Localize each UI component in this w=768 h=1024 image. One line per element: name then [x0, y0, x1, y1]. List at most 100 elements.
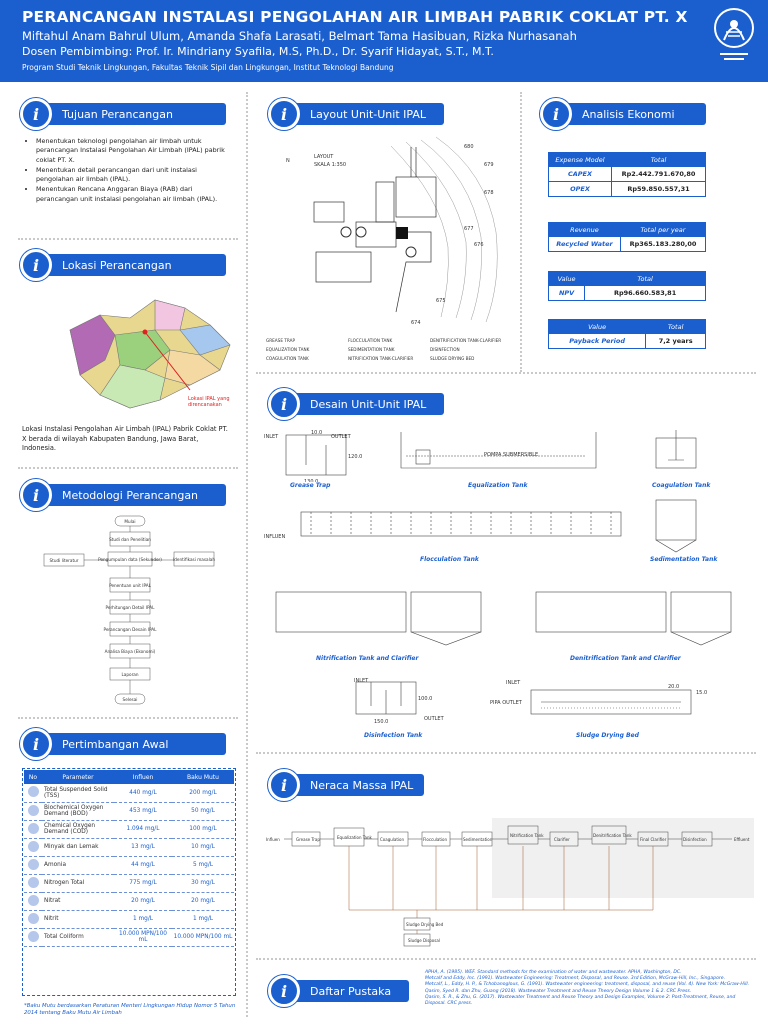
table-cell: Rp59.850.557,31: [611, 181, 706, 197]
table-cell: Recycled Water: [548, 236, 621, 252]
section-title-pertimbangan: Pertimbangan Awal: [36, 733, 226, 755]
unit-label-grease-trap: Grease Trap: [288, 482, 333, 489]
dim-label: OUTLET: [424, 716, 445, 722]
table-cell: 44 mg/L: [114, 856, 172, 875]
flow-step: Selesai: [123, 697, 138, 702]
affiliation: Program Studi Teknik Lingkungan, Fakulta…: [22, 63, 394, 72]
layout-drawing: LAYOUT SKALA 1:350 N 680 679 678 677 676…: [266, 136, 501, 361]
parameter-table: No Parameter Influen Baku Mutu Total Sus…: [24, 770, 234, 947]
contour-label: 676: [474, 242, 484, 248]
map-note: Lokasi IPAL yang direncanakan: [188, 396, 230, 408]
flow-step: Studi dan Penelitian: [109, 537, 151, 542]
unit-label-coagulation: Coagulation Tank: [650, 482, 713, 489]
flow-node-label: Coagulation: [380, 837, 404, 842]
legend-item: DISINFECTION: [430, 347, 460, 352]
mass-balance-diagram: Influen Grease Trap Equalization Tank Co…: [266, 818, 754, 947]
section-title-neraca: Neraca Massa IPAL: [284, 774, 424, 796]
contour-label: 679: [484, 162, 494, 168]
flow-node-label: Influen: [266, 837, 280, 842]
north-arrow-icon: N: [286, 158, 290, 164]
reference-item: Metcalf, L., Eddy, H. P., & Tchobanoglou…: [425, 982, 750, 988]
column-header: Parameter: [42, 770, 114, 784]
row-divider: [256, 958, 756, 960]
table-footnote: *Baku Mutu berdasarkan Peraturan Menteri…: [24, 1003, 236, 1017]
table-cell: 453 mg/L: [114, 802, 172, 821]
layout-scale: SKALA 1:350: [314, 162, 346, 168]
unit-label-sedimentation: Sedimentation Tank: [648, 556, 720, 563]
reference-item: Qasim, Syed R. dan Zhu, Guang (2018). Wa…: [425, 988, 692, 994]
info-icon: i: [20, 249, 52, 281]
column-header: Total: [611, 152, 706, 167]
row-marker-icon: [27, 930, 39, 942]
flow-node-label: Equalization Tank: [337, 835, 373, 840]
layout-title: LAYOUT: [314, 154, 334, 160]
row-marker-icon: [27, 912, 39, 924]
row-divider: [18, 717, 238, 719]
table-cell: 5 mg/L: [172, 856, 234, 875]
row-marker-icon: [27, 840, 39, 852]
flow-step: Studi literatur: [50, 558, 79, 563]
flow-node-label: Grease Trap: [296, 837, 320, 842]
authors: Miftahul Anam Bahrul Ulum, Amanda Shafa …: [22, 29, 577, 43]
table-cell: Nitrat: [42, 892, 114, 911]
section-title-metodologi: Metodologi Perancangan: [36, 484, 226, 506]
table-cell: 1.094 mg/L: [114, 820, 172, 839]
row-marker-icon: [27, 786, 39, 798]
reference-item: Qasim, S. R., & Zhu, G. (2017). Wastewat…: [425, 994, 736, 1006]
legend-item: SLUDGE DRYING BED: [430, 356, 474, 361]
flow-node-label: Final Clarifier: [640, 837, 667, 842]
table-cell: 20 mg/L: [172, 892, 234, 911]
legend-item: NITRIFICATION TANK-CLARIFIER: [348, 356, 413, 361]
references-list: APHA, A. (1985). WEF. Standard methods f…: [425, 970, 755, 1007]
dim-label: 150.0: [374, 719, 388, 725]
dim-label: 10.0: [311, 430, 322, 436]
info-icon: i: [268, 98, 300, 130]
section-title-layout: Layout Unit-Unit IPAL: [284, 103, 444, 125]
dim-label: INLET: [354, 678, 369, 684]
info-icon: i: [268, 975, 300, 1007]
table-cell: 20 mg/L: [114, 892, 172, 911]
unit-label-flocculation: Flocculation Tank: [418, 556, 481, 563]
parameter-table-frame: [22, 768, 236, 996]
table-cell: 200 mg/L: [172, 784, 234, 803]
location-map: [69, 299, 231, 409]
location-caption: Lokasi Instalasi Pengolahan Air Limbah (…: [22, 425, 228, 453]
table-cell: 50 mg/L: [172, 802, 234, 821]
flow-step: Laporan: [121, 672, 138, 677]
column-header: Expense Model: [547, 152, 613, 167]
dim-label: OUTLET: [331, 434, 352, 440]
flow-step: Pengumpulan data (Sekunder): [98, 557, 162, 562]
unit-label-disinfection: Disinfection Tank: [362, 732, 425, 739]
goals-list: Menentukan teknologi pengolahan air limb…: [28, 137, 228, 205]
column-header: Total: [584, 271, 706, 286]
column-header: Influen: [114, 770, 172, 784]
section-title-ekonomi: Analisis Ekonomi: [556, 103, 706, 125]
table-cell: Total Coliform: [42, 928, 114, 947]
table-cell: Biochemical Oxygen Demand (BOD): [42, 802, 114, 821]
row-divider: [256, 752, 756, 754]
legend-item: FLOCCULATION TANK: [348, 338, 393, 343]
info-icon: i: [20, 479, 52, 511]
unit-label-denitrification: Denitrification Tank and Clarifier: [568, 655, 683, 662]
dim-label: 120.0: [348, 454, 362, 460]
table-cell: Total Suspended Solid (TSS): [42, 784, 114, 803]
row-divider: [18, 238, 238, 240]
column-header: No: [24, 770, 42, 784]
table-cell: Payback Period: [547, 333, 647, 349]
legend-item: DENITRIFICATION TANK-CLARIFIER: [430, 338, 501, 343]
flow-step: Analisa Biaya (Ekonomi): [105, 649, 156, 654]
row-marker-icon: [27, 822, 39, 834]
table-cell: Chemical Oxygen Demand (COD): [42, 820, 114, 839]
flow-node-label: Disinfection: [683, 837, 707, 842]
table-cell: CAPEX: [547, 166, 613, 182]
table-cell: Nitrogen Total: [42, 874, 114, 893]
column-header: Total: [645, 319, 706, 334]
row-marker-icon: [27, 804, 39, 816]
